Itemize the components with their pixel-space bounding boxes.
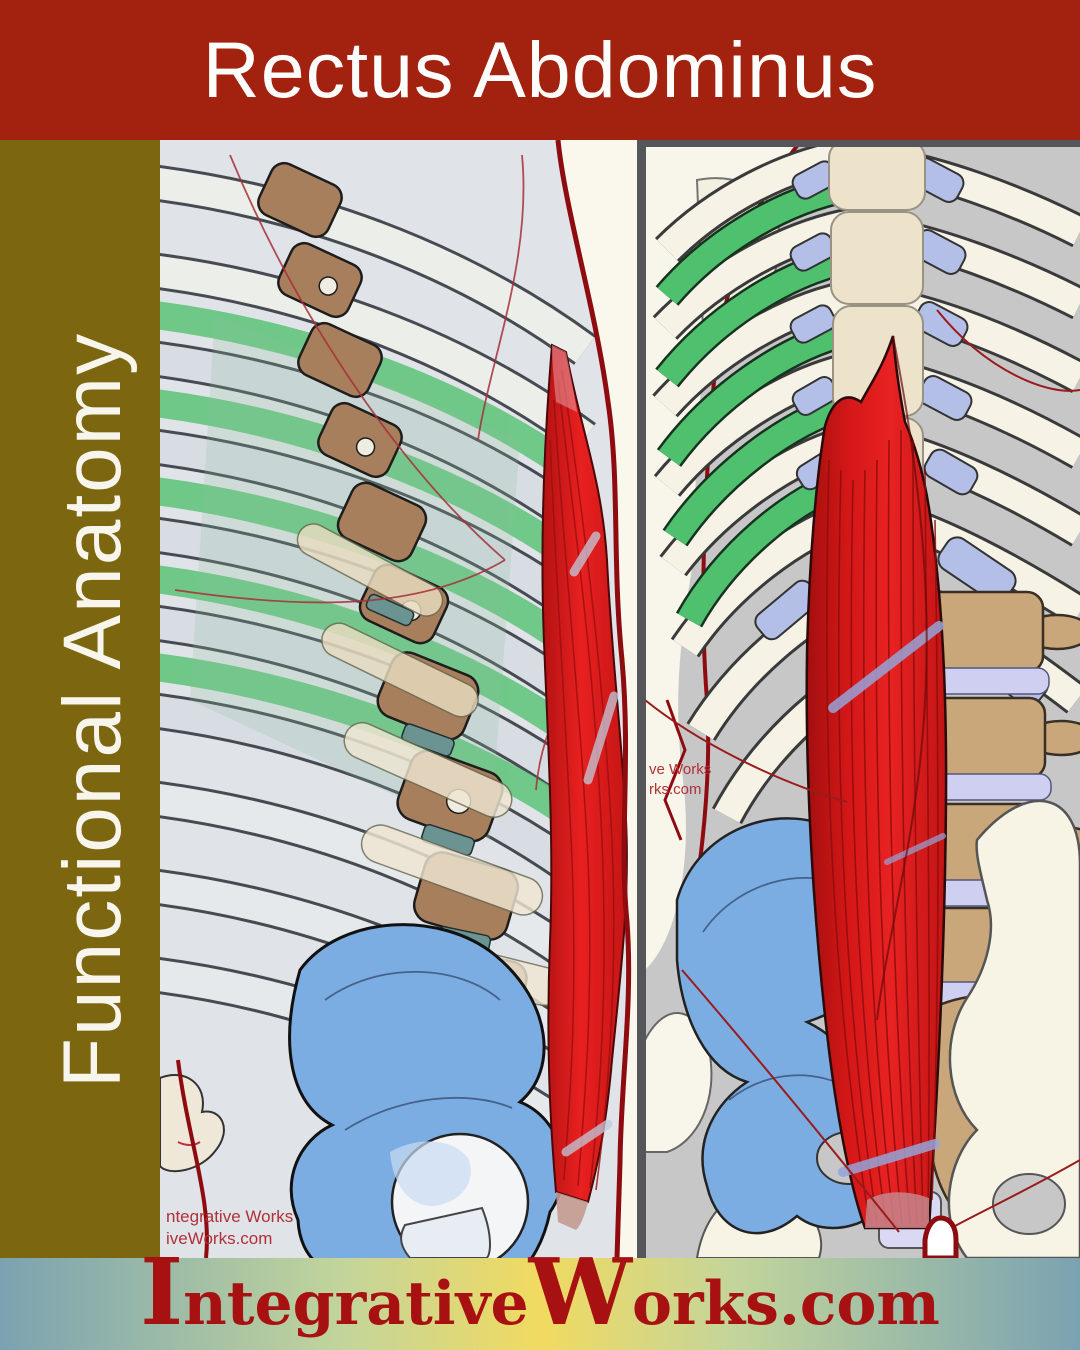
pelvis-side bbox=[288, 923, 565, 1258]
brand-cap-i: I bbox=[140, 1238, 184, 1346]
watermark: ntegrative Works bbox=[166, 1207, 293, 1226]
watermark: iveWorks.com bbox=[166, 1229, 272, 1248]
body-contour-front bbox=[555, 140, 632, 1258]
sidebar: Functional Anatomy bbox=[0, 140, 160, 1258]
header-banner: Rectus Abdominus bbox=[0, 0, 1080, 140]
sidebar-label: Functional Anatomy bbox=[46, 332, 138, 1089]
body-contour-back bbox=[176, 1059, 209, 1258]
femur-shaft bbox=[400, 1206, 491, 1258]
brand-text: IntegrativeWorks.com bbox=[140, 1246, 940, 1338]
side-view-illustration: ntegrative Works iveWorks.com bbox=[160, 140, 637, 1258]
pubic-arch-mark bbox=[922, 1215, 959, 1258]
brand-cap-w: W bbox=[528, 1238, 632, 1346]
rectus-muscle-front bbox=[805, 335, 948, 1230]
footer-banner: IntegrativeWorks.com bbox=[0, 1246, 1080, 1350]
watermark: rks.com bbox=[649, 781, 702, 798]
front-view-illustration: ve Works rks.com bbox=[637, 140, 1080, 1258]
page-title: Rectus Abdominus bbox=[202, 25, 878, 114]
hip-right-cream bbox=[947, 799, 1080, 1258]
rectus-muscle-side bbox=[541, 343, 628, 1230]
panel-frame bbox=[637, 140, 1080, 147]
front-view-panel: ve Works rks.com bbox=[637, 140, 1080, 1258]
vessel-lines-front bbox=[644, 309, 1080, 1237]
side-view-panel: ntegrative Works iveWorks.com bbox=[160, 140, 637, 1258]
brand-part2: orks.com bbox=[631, 1269, 940, 1339]
brand-part1: ntegrative bbox=[183, 1269, 529, 1339]
watermark: ve Works bbox=[649, 761, 711, 778]
panel-frame bbox=[637, 140, 646, 1258]
hand bbox=[160, 1074, 225, 1173]
